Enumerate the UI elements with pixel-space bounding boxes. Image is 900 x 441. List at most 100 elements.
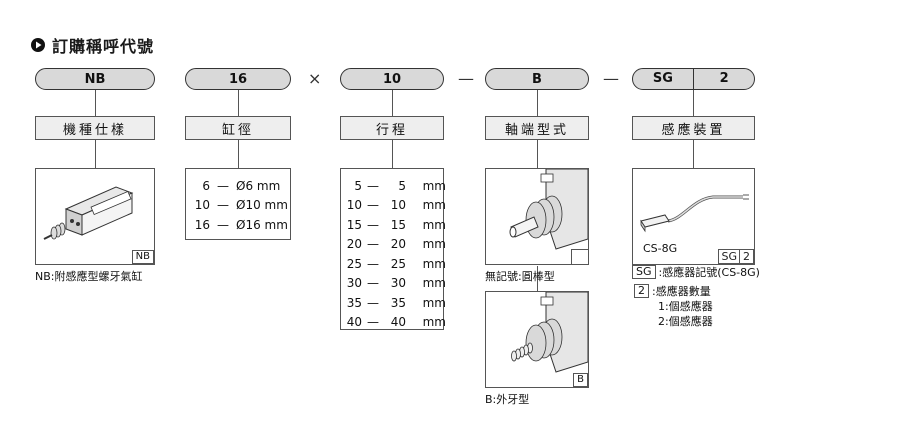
stroke-unit: mm: [422, 295, 446, 310]
label-bore: 缸徑: [185, 116, 291, 140]
qty-option: 2:個感應器: [658, 314, 713, 328]
bore-value: Ø10 mm: [236, 198, 288, 213]
bore-panel: [185, 168, 291, 240]
stroke-dash: —: [367, 315, 379, 330]
stroke-value: 35: [390, 295, 406, 310]
connector-line: [693, 90, 694, 116]
type-panel: NB: [35, 168, 155, 265]
legend-row: SG :感應器記號(CS-8G): [632, 264, 760, 279]
sensor-tag-code: SG: [719, 250, 740, 263]
bore-code: 10: [194, 198, 210, 213]
type-caption: NB:附感應型螺牙氣缸: [35, 270, 143, 283]
stroke-value: 10: [390, 198, 406, 213]
legend-row: 2 :感應器數量: [632, 283, 760, 298]
code-sensor-pill: SG 2: [632, 68, 755, 90]
stroke-code: 5: [354, 178, 362, 193]
label-stroke: 行程: [340, 116, 444, 140]
empty-tag: [571, 249, 588, 264]
stroke-value: 20: [390, 237, 406, 252]
stroke-row: 35 — 35 mm: [340, 293, 446, 313]
bore-dash: —: [217, 217, 229, 232]
stroke-unit: mm: [422, 178, 446, 193]
stroke-dash: —: [367, 198, 379, 213]
stroke-value: 40: [390, 315, 406, 330]
stroke-unit: mm: [422, 256, 446, 271]
stroke-code: 10: [346, 198, 362, 213]
code-stroke-pill: 10: [340, 68, 444, 90]
stroke-unit: mm: [422, 237, 446, 252]
bore-row: 16 — Ø16 mm: [190, 215, 296, 235]
sensor-qty-text: 2: [719, 71, 729, 86]
times-separator: ×: [308, 69, 322, 88]
threaded-cylinder-icon: [43, 186, 134, 240]
connector-line: [392, 140, 393, 168]
stroke-unit: mm: [422, 217, 446, 232]
sensor-panel: CS-8G SG 2: [632, 168, 755, 265]
sensor-code-text: SG: [652, 71, 673, 86]
stroke-row: 30 — 30 mm: [340, 274, 446, 294]
stroke-code: 35: [346, 295, 362, 310]
connector-line: [238, 90, 239, 116]
dash-separator-1: —: [458, 69, 474, 88]
stroke-dash: —: [367, 237, 379, 252]
sensor-legend: SG :感應器記號(CS-8G) 2 :感應器數量 1:個感應器 2:個感應器: [632, 264, 760, 328]
rod-round-panel: [485, 168, 589, 265]
stroke-value: 25: [390, 256, 406, 271]
type-panel-tag: NB: [131, 250, 154, 264]
stroke-unit: mm: [422, 198, 446, 213]
play-circle-icon: [31, 38, 45, 52]
stroke-code: 25: [346, 256, 362, 271]
stroke-row: 20 — 20 mm: [340, 235, 446, 255]
bore-value: Ø6 mm: [236, 178, 281, 193]
bore-row: 6 — Ø6 mm: [190, 176, 296, 196]
bore-dash: —: [217, 178, 229, 193]
stroke-unit: mm: [422, 276, 446, 291]
code-type-pill: NB: [35, 68, 155, 90]
connector-line: [95, 90, 96, 116]
round-rod-icon: [509, 169, 588, 250]
pill-divider: [692, 69, 695, 89]
sensor-tag: SG 2: [718, 249, 754, 264]
bore-code: 6: [202, 178, 210, 193]
stroke-dash: —: [367, 295, 379, 310]
sensor-switch-icon: [640, 194, 749, 233]
threaded-rod-icon: [511, 292, 588, 373]
rod-round-caption: 無記號:圓棒型: [485, 270, 555, 283]
stroke-dash: —: [367, 178, 379, 193]
title-text: 訂購稱呼代號: [52, 37, 155, 56]
bore-code: 16: [194, 217, 210, 232]
legend-key: 2: [634, 283, 649, 298]
connector-line: [238, 140, 239, 168]
connector-line: [537, 140, 538, 168]
sensor-model: CS-8G: [643, 242, 678, 255]
rod-thread-panel: B: [485, 291, 589, 388]
connector-line: [693, 140, 694, 168]
stroke-row: 5 — 5 mm: [340, 176, 446, 196]
label-rod: 軸端型式: [485, 116, 589, 140]
stroke-row: 15 — 15 mm: [340, 215, 446, 235]
label-type: 機種仕樣: [35, 116, 155, 140]
stroke-code: 20: [346, 237, 362, 252]
stroke-row: 40 — 40 mm: [340, 313, 446, 333]
stroke-value: 5: [398, 178, 406, 193]
stroke-code: 40: [346, 315, 362, 330]
stroke-dash: —: [367, 256, 379, 271]
rod-thread-tag: B: [573, 373, 588, 387]
stroke-code: 15: [346, 217, 362, 232]
legend-text: :感應器記號(CS-8G): [658, 265, 760, 279]
page-title: 訂購稱呼代號: [30, 33, 154, 57]
bore-list: 6 — Ø6 mm 10 — Ø10 mm 16 — Ø16 mm: [190, 176, 296, 235]
legend-key: SG: [632, 264, 656, 279]
stroke-panel: [340, 168, 444, 330]
stroke-value: 30: [390, 276, 406, 291]
connector-line: [537, 266, 538, 291]
stroke-list: 5 — 5 mm 10 — 10 mm 15 — 15 mm 20 — 20 m…: [340, 176, 446, 332]
stroke-row: 10 — 10 mm: [340, 196, 446, 216]
dash-separator-2: —: [603, 69, 619, 88]
stroke-value: 15: [390, 217, 406, 232]
code-rod-pill: B: [485, 68, 589, 90]
label-sensor: 感應裝置: [632, 116, 755, 140]
connector-line: [392, 90, 393, 116]
code-bore-pill: 16: [185, 68, 291, 90]
stroke-dash: —: [367, 276, 379, 291]
